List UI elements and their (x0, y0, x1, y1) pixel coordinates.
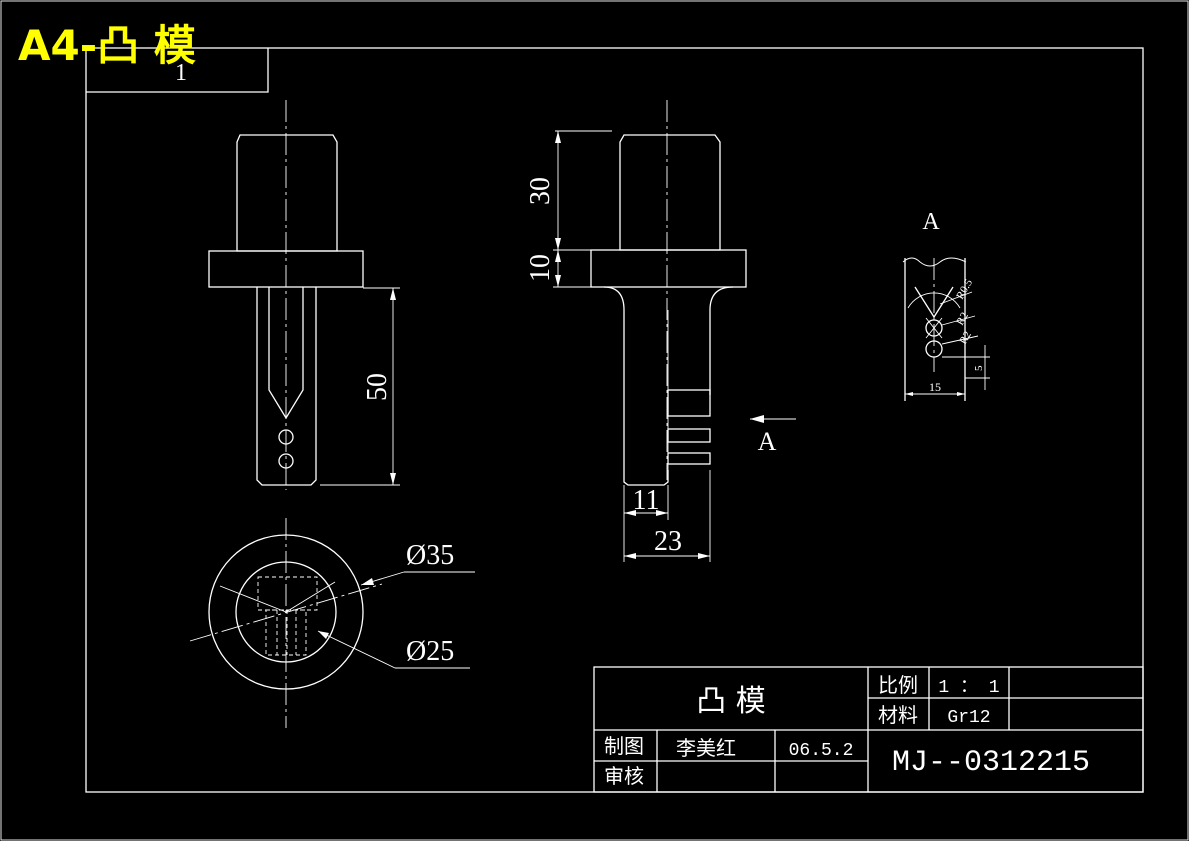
dim-10: 10 (525, 254, 556, 282)
top-view-inner-circle (235, 561, 337, 663)
top-view-outer-circle (208, 534, 364, 690)
front-head (236, 134, 338, 252)
scale-label: 比例 (878, 673, 918, 697)
side-tip-step-2 (667, 452, 711, 465)
drawing-number: MJ--0312215 (892, 746, 1090, 780)
top-view: Ø35 Ø25 (189, 518, 475, 728)
dim-diameter-35: Ø35 (406, 540, 454, 571)
drawn-label: 制图 (604, 734, 644, 758)
top-view-hidden-rect (257, 576, 318, 611)
detail-hole-2 (925, 340, 943, 358)
dim-11: 11 (633, 485, 660, 516)
scale-value: 1 ： 1 (938, 678, 999, 698)
view-a-arrow-label: A (758, 427, 777, 456)
detail-dim-5: 5 (973, 365, 985, 371)
detail-radius-3: R2 (957, 329, 974, 346)
detail-radius-1: R0.5 (954, 277, 975, 302)
part-name: 凸 模 (696, 684, 766, 719)
side-shank-left (603, 286, 669, 486)
checked-label: 审核 (604, 764, 644, 788)
detail-view-label: A (922, 209, 940, 235)
title-block: 凸 模 比例 1 ： 1 材料 Gr12 制图 李美红 06.5.2 审核 MJ… (593, 666, 1144, 793)
detail-radius-2: R2 (954, 310, 971, 327)
side-tip-block (667, 389, 711, 417)
detail-view-a: A R0.5 R2 R2 5 15 (902, 209, 990, 401)
material-label: 材料 (878, 703, 918, 727)
side-tip-step-1 (667, 428, 711, 443)
front-flange (208, 250, 364, 288)
side-head (619, 134, 721, 251)
top-view-hidden-tip (265, 609, 307, 656)
detail-hole-1 (925, 319, 943, 337)
side-view: 30 10 11 23 A (525, 100, 796, 562)
side-shank-right (709, 286, 734, 395)
front-punch-tip (268, 287, 304, 420)
side-flange (590, 249, 747, 288)
front-hole-1 (278, 429, 294, 445)
detail-dim-15: 15 (929, 380, 941, 394)
dim-30: 30 (525, 177, 556, 205)
material-value: Gr12 (947, 708, 990, 728)
dim-50: 50 (362, 373, 393, 401)
dim-23: 23 (654, 526, 682, 557)
front-view: 50 (208, 100, 400, 490)
dim-diameter-25: Ø25 (406, 636, 454, 667)
drawn-date: 06.5.2 (789, 741, 854, 761)
drawn-name: 李美红 (676, 736, 736, 760)
front-shank (256, 287, 317, 486)
sheet-header: A4-凸 模 (18, 21, 196, 70)
corner-label: 1 (175, 60, 187, 86)
front-hole-2 (278, 453, 294, 469)
corner-label-box (86, 48, 269, 93)
